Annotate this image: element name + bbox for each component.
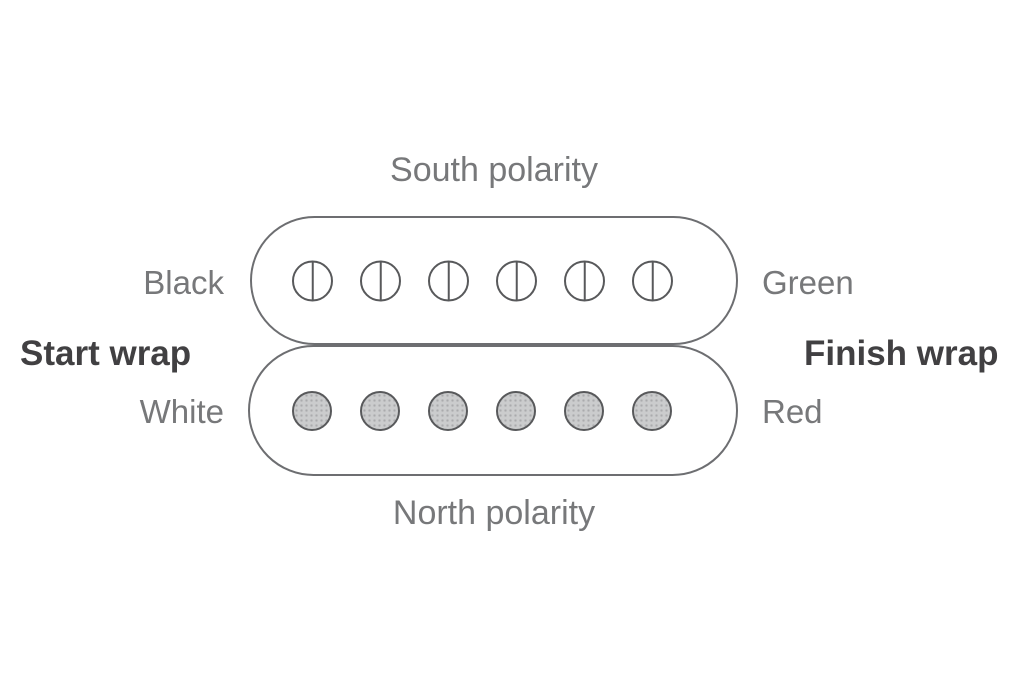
green-wire-label: Green (762, 264, 854, 301)
south-polarity-label: South polarity (390, 151, 598, 189)
screw-pole-icon (292, 260, 333, 301)
screw-slot (651, 262, 654, 299)
south-coil-pole-row (292, 260, 673, 301)
north-polarity-label: North polarity (392, 494, 596, 532)
screw-slot (515, 262, 518, 299)
screw-pole-icon (496, 260, 537, 301)
screw-slot (311, 262, 314, 299)
screw-slot (447, 262, 450, 299)
north-coil-pole-row (292, 390, 672, 431)
slug-pole-icon (632, 390, 672, 431)
slug-pole-icon (360, 390, 400, 431)
finish-wrap-label: Finish wrap (804, 334, 999, 373)
screw-pole-icon (632, 260, 673, 301)
slug-pole-icon (496, 390, 536, 431)
screw-pole-icon (360, 260, 401, 301)
screw-slot (583, 262, 586, 299)
north-coil-bobbin (248, 345, 738, 476)
screw-slot (379, 262, 382, 299)
slug-pole-icon (292, 390, 332, 431)
south-coil-bobbin (250, 216, 738, 345)
screw-pole-icon (428, 260, 469, 301)
slug-pole-icon (564, 390, 604, 431)
slug-pole-icon (428, 390, 468, 431)
red-wire-label: Red (762, 393, 823, 430)
black-wire-label: Black (143, 264, 224, 301)
start-wrap-label: Start wrap (20, 334, 192, 373)
screw-pole-icon (564, 260, 605, 301)
white-wire-label: White (139, 393, 224, 430)
